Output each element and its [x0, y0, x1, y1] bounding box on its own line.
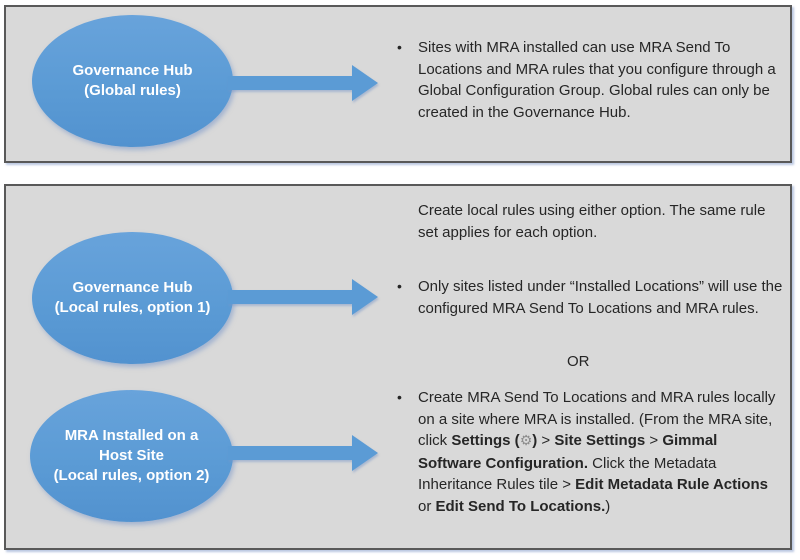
mra-host-site-ellipse: MRA Installed on a Host Site (Local rule…	[30, 390, 233, 522]
bullet-icon: •	[397, 389, 402, 405]
right-arrow-icon	[228, 435, 378, 471]
bullet-icon: •	[397, 39, 402, 55]
ellipse-label-line: (Local rules, option 2)	[53, 467, 210, 484]
ellipse-label-line: MRA Installed on a	[64, 427, 199, 444]
ellipse-label-line: (Local rules, option 1)	[54, 299, 211, 316]
local-rules-panel: Create local rules using either option. …	[4, 184, 792, 550]
global-rules-bullet-item: • Sites with MRA installed can use MRA S…	[397, 37, 787, 123]
global-rules-panel: Governance Hub (Global rules) • Sites wi…	[4, 5, 792, 163]
global-rules-bullet-text: Sites with MRA installed can use MRA Sen…	[418, 39, 776, 121]
right-arrow-icon	[228, 279, 378, 315]
ellipse-label-line: Host Site	[98, 447, 164, 464]
or-separator-label: OR	[567, 353, 590, 370]
governance-hub-local-ellipse: Governance Hub (Local rules, option 1)	[32, 232, 233, 364]
gear-icon: ⚙	[519, 433, 533, 449]
right-arrow-icon	[228, 65, 378, 101]
option2-bullet-text: Create MRA Send To Locations and MRA rul…	[418, 389, 776, 515]
local-rules-intro-text: Create local rules using either option. …	[418, 202, 766, 241]
option1-bullet-item: • Only sites listed under “Installed Loc…	[397, 276, 787, 319]
option1-bullet-text: Only sites listed under “Installed Locat…	[418, 278, 783, 317]
bullet-icon: •	[397, 278, 402, 294]
ellipse-label-line: Governance Hub	[72, 62, 193, 79]
option2-bullet-item: • Create MRA Send To Locations and MRA r…	[397, 387, 789, 517]
ellipse-label-line: Governance Hub	[72, 279, 193, 296]
governance-hub-global-ellipse: Governance Hub (Global rules)	[32, 15, 233, 147]
ellipse-label-line: (Global rules)	[84, 82, 181, 99]
